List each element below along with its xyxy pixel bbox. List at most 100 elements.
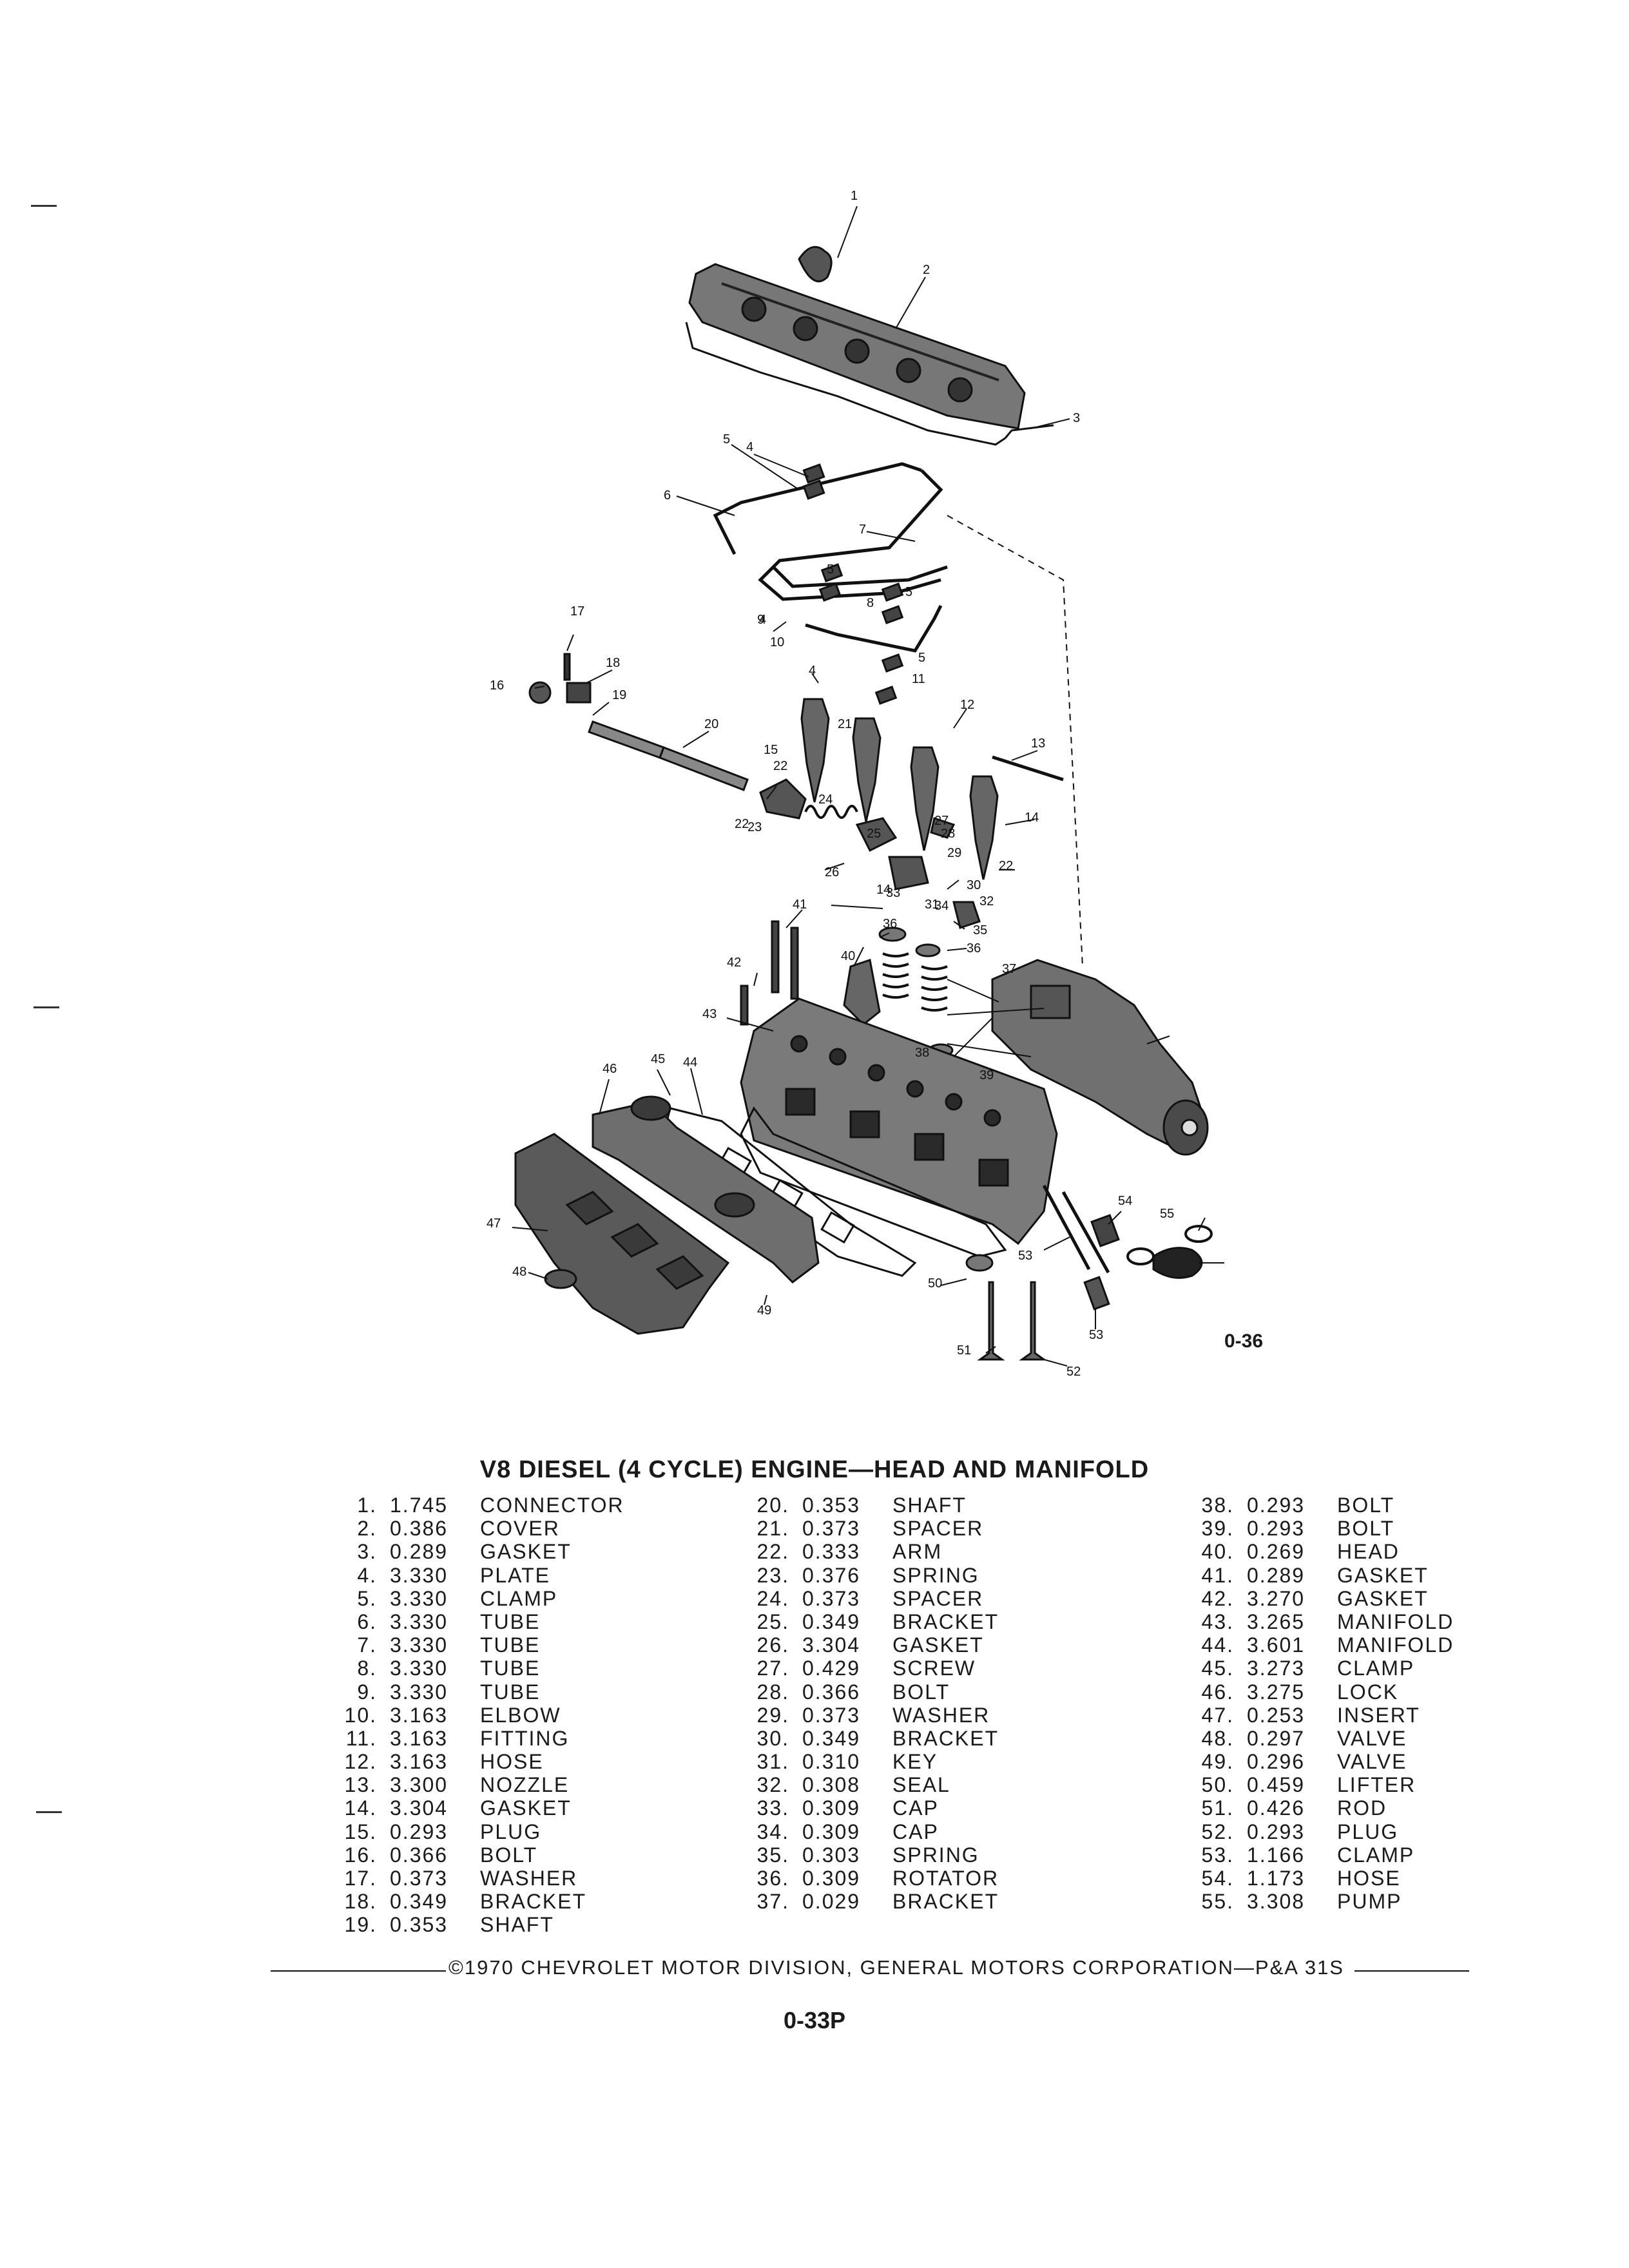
callout-number: 37 xyxy=(1002,962,1016,976)
part-description: VALVE xyxy=(1337,1726,1407,1750)
part-number: 41. xyxy=(1201,1563,1234,1587)
part-number: 28. xyxy=(757,1680,789,1704)
part-number: 7. xyxy=(357,1633,377,1657)
callout-number: 26 xyxy=(825,865,839,879)
parts-list-title: V8 DIESEL (4 CYCLE) ENGINE—HEAD AND MANI… xyxy=(479,1456,1150,1483)
part-description: MANIFOLD xyxy=(1337,1610,1454,1633)
part-number: 51. xyxy=(1201,1796,1234,1820)
part-number: 23. xyxy=(757,1563,789,1587)
group-number: 0.459 xyxy=(1247,1773,1306,1797)
group-number: 3.330 xyxy=(390,1563,448,1587)
part-description: GASKET xyxy=(480,1796,572,1820)
group-number: 1.173 xyxy=(1247,1867,1306,1890)
part-description: MANIFOLD xyxy=(1337,1633,1454,1657)
part-number: 18. xyxy=(344,1890,377,1914)
callout-number: 38 xyxy=(915,1046,929,1060)
part-description: BOLT xyxy=(892,1680,950,1704)
part-number: 32. xyxy=(757,1773,789,1797)
callout-number: 48 xyxy=(512,1265,526,1279)
part-description: ROTATOR xyxy=(892,1867,999,1890)
callout-number: 20 xyxy=(704,717,718,731)
group-number: 3.330 xyxy=(390,1633,448,1657)
callout-number: 2 xyxy=(923,263,930,277)
part-number: 21. xyxy=(757,1517,789,1541)
figure-id: 0-36 xyxy=(1224,1331,1264,1352)
callout-number: 13 xyxy=(1031,736,1045,751)
part-description: LOCK xyxy=(1337,1680,1399,1704)
part-number: 39. xyxy=(1201,1517,1234,1541)
group-number: 0.376 xyxy=(802,1563,861,1587)
part-description: SHAFT xyxy=(480,1913,554,1937)
callout-number: 27 xyxy=(934,814,949,828)
group-number: 0.366 xyxy=(390,1843,448,1867)
part-description: CLAMP xyxy=(1337,1657,1415,1680)
part-description: PLATE xyxy=(480,1563,550,1587)
part-number: 40. xyxy=(1201,1540,1234,1564)
part-description: BRACKET xyxy=(892,1610,999,1633)
callout-number: 6 xyxy=(664,488,671,503)
callout-number: 15 xyxy=(764,743,778,757)
group-number: 0.349 xyxy=(802,1610,861,1633)
group-number: 1.745 xyxy=(390,1494,448,1517)
part-number: 6. xyxy=(357,1610,377,1633)
group-number: 3.270 xyxy=(1247,1586,1306,1610)
callout-number: 14 xyxy=(876,883,891,897)
callout-number: 4 xyxy=(809,664,816,678)
group-number: 0.366 xyxy=(802,1680,861,1704)
rocker-shaft xyxy=(588,720,749,791)
part-description: CONNECTOR xyxy=(480,1494,624,1517)
part-number: 43. xyxy=(1201,1610,1234,1633)
callout-number: 23 xyxy=(747,820,762,834)
connector-part xyxy=(798,245,833,283)
part-description: SPRING xyxy=(892,1843,979,1867)
group-number: 0.293 xyxy=(390,1820,448,1843)
part-description: GASKET xyxy=(1337,1586,1429,1610)
part-description: CAP xyxy=(892,1796,939,1820)
group-number: 3.330 xyxy=(390,1610,448,1633)
parts-list-row: 28. 0.366 BOLT xyxy=(738,1680,1073,1704)
part-description: BOLT xyxy=(1337,1494,1395,1517)
group-number: 0.309 xyxy=(802,1796,861,1820)
group-number: 0.293 xyxy=(1247,1494,1306,1517)
group-number: 0.293 xyxy=(1247,1820,1306,1843)
callout-number: 5 xyxy=(905,585,912,599)
part-number: 2. xyxy=(357,1517,377,1541)
injector-nozzle xyxy=(852,717,882,822)
callout-number: 46 xyxy=(602,1062,617,1076)
part-number: 47. xyxy=(1201,1703,1234,1727)
part-number: 48. xyxy=(1201,1726,1234,1750)
callout-number: 16 xyxy=(490,678,504,693)
group-number: 0.373 xyxy=(802,1517,861,1541)
group-number: 0.373 xyxy=(802,1703,861,1727)
injector-nozzle xyxy=(800,698,830,803)
part-number: 52. xyxy=(1201,1820,1234,1843)
callout-number: 31 xyxy=(925,898,939,912)
part-description: HEAD xyxy=(1337,1540,1400,1564)
group-number: 3.163 xyxy=(390,1726,448,1750)
group-number: 0.289 xyxy=(390,1540,448,1564)
callout-number: 5 xyxy=(723,432,730,447)
